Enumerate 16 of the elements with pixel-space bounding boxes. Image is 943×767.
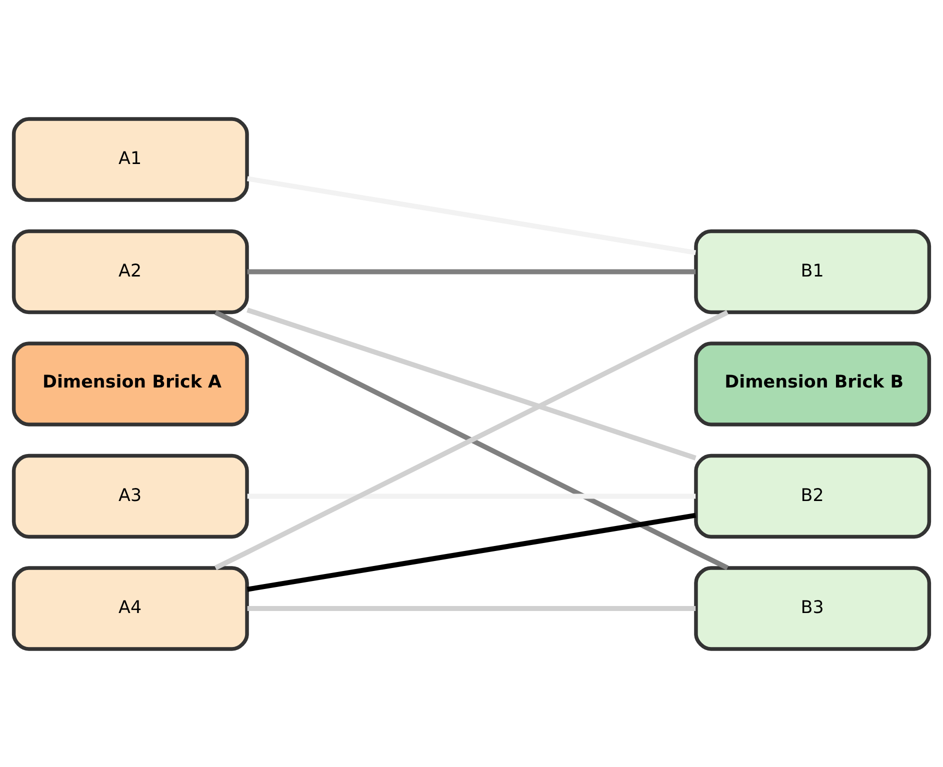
node-box: A2 — [12, 228, 249, 314]
node-box: A1 — [12, 116, 249, 202]
connector — [247, 605, 696, 610]
node-box: B2 — [694, 453, 932, 538]
connector — [214, 310, 729, 570]
connector — [246, 176, 696, 255]
node-box: B1 — [694, 228, 932, 314]
connector — [247, 268, 696, 274]
node-box: A4 — [12, 566, 249, 650]
node-box: Dimension Brick A — [12, 341, 249, 426]
connector — [247, 493, 696, 498]
node-box: Dimension Brick B — [694, 341, 932, 426]
node-box: A3 — [12, 453, 249, 538]
connector — [246, 307, 696, 460]
connector — [246, 512, 696, 592]
node-box: B3 — [694, 566, 932, 650]
